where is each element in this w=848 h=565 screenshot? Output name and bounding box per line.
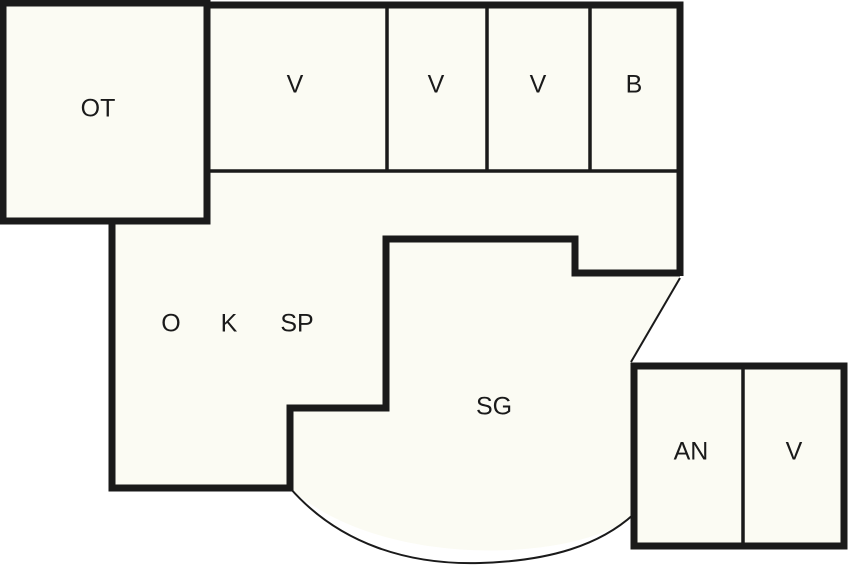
room-label-sp: SP <box>280 310 313 338</box>
room-label-b: B <box>626 71 643 99</box>
wall-oksp-outline <box>108 217 680 492</box>
room-label-ot: OT <box>81 95 116 123</box>
wall-diagonal <box>630 277 681 363</box>
wall-an-box <box>630 362 848 550</box>
room-label-an: AN <box>674 438 709 466</box>
wall-top-row <box>207 1 684 276</box>
room-label-k: K <box>221 310 238 338</box>
room-label-v1: V <box>287 71 304 99</box>
room-labels: OT V V V B O K SP SG AN V <box>81 71 803 466</box>
wall-sg-curve <box>289 487 635 565</box>
room-label-v2: V <box>428 71 445 99</box>
room-label-o: O <box>161 310 180 338</box>
room-label-v4: V <box>786 438 803 466</box>
room-label-sg: SG <box>476 393 512 421</box>
room-label-v3: V <box>530 71 547 99</box>
room-fills <box>3 3 844 551</box>
